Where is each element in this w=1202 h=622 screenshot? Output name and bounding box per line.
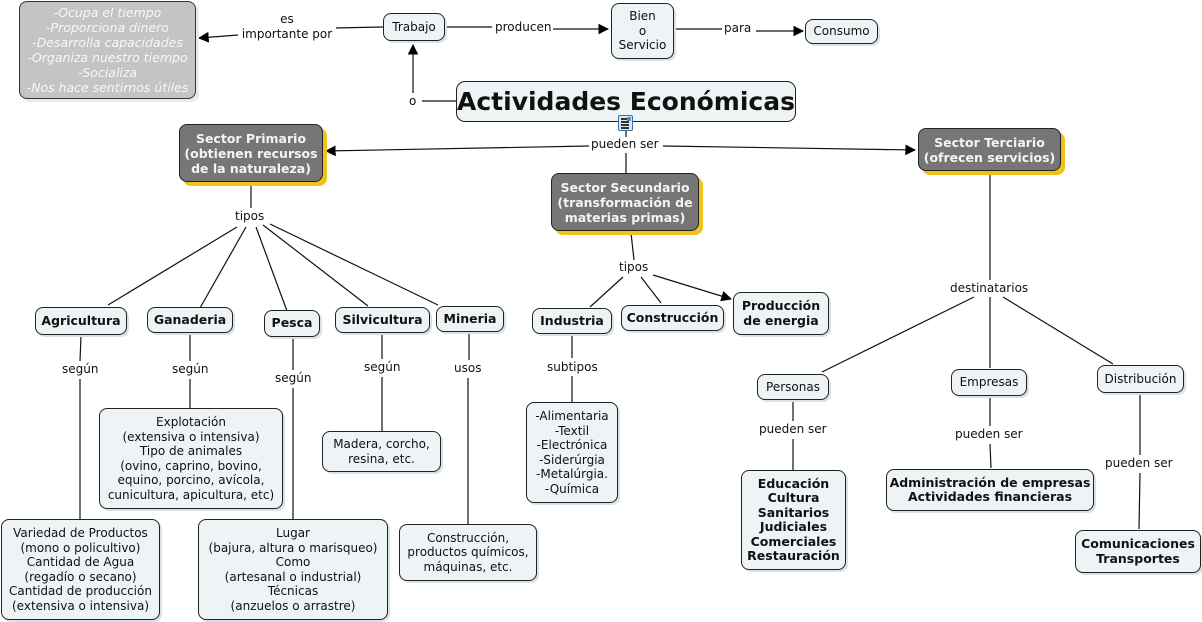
sector-primario-node[interactable]: Sector Primario (obtienen recursos de la…: [179, 124, 323, 182]
reasons-node[interactable]: -Ocupa el tiempo -Proporciona dinero -De…: [19, 1, 196, 99]
document-icon[interactable]: [618, 115, 633, 131]
personas-detail-node[interactable]: Educación Cultura Sanitarios Judiciales …: [741, 470, 846, 570]
trabajo-node[interactable]: Trabajo: [383, 13, 445, 41]
silvicultura-detail-node[interactable]: Madera, corcho, resina, etc.: [322, 431, 441, 472]
link-label-tipos-primario: tipos: [233, 209, 267, 224]
pesca-detail-node[interactable]: Lugar (bajura, altura o marisqueo) Como …: [198, 519, 388, 620]
empresas-node[interactable]: Empresas: [951, 369, 1027, 396]
industria-node[interactable]: Industria: [532, 308, 612, 334]
ganaderia-node[interactable]: Ganaderia: [147, 307, 233, 333]
link-pueden-primario: [324, 145, 590, 157]
link-label-pueden-ser-empresas: pueden ser: [953, 427, 1025, 442]
bien-servicio-node[interactable]: Bien o Servicio: [611, 3, 674, 59]
link-label-pueden-ser-distribucion: pueden ser: [1103, 456, 1175, 471]
link-label-producen: producen: [493, 20, 554, 35]
produccion-energia-node[interactable]: Producción de energia: [733, 292, 829, 335]
link-label-destinatarios: destinatarios: [948, 281, 1031, 296]
silvicultura-node[interactable]: Silvicultura: [335, 307, 430, 333]
personas-node[interactable]: Personas: [757, 374, 829, 400]
construccion-node[interactable]: Construcción: [621, 305, 724, 331]
link-label-tipos-secundario: tipos: [617, 260, 651, 275]
link-label-usos: usos: [452, 361, 484, 376]
distribucion-detail-node[interactable]: Comunicaciones Transportes: [1075, 530, 1201, 573]
link-pueden-terciario: [662, 144, 917, 156]
sector-terciario-node[interactable]: Sector Terciario (ofrecen servicios): [918, 128, 1061, 171]
link-importante-reasons: [197, 31, 239, 43]
industria-subtipos-node[interactable]: -Alimentaria -Textil -Electrónica -Sider…: [526, 402, 618, 503]
link-label-subtipos: subtipos: [545, 360, 600, 375]
link-label-es-importante: es importante por: [238, 12, 336, 42]
sector-secundario-node[interactable]: Sector Secundario (transformación de mat…: [551, 173, 699, 231]
mineria-node[interactable]: Mineria: [436, 306, 504, 332]
ganaderia-detail-node[interactable]: Explotación (extensiva o intensiva) Tipo…: [99, 408, 283, 509]
link-label-segun-agricultura: según: [60, 362, 101, 377]
link-trabajo-importante: [333, 26, 384, 29]
link-label-segun-silvicultura: según: [362, 360, 403, 375]
mineria-detail-node[interactable]: Construcción, productos químicos, máquin…: [399, 524, 537, 581]
empresas-detail-node[interactable]: Administración de empresas Actividades f…: [886, 469, 1094, 511]
link-label-o: o: [407, 94, 419, 109]
consumo-node[interactable]: Consumo: [805, 19, 878, 44]
link-label-segun-pesca: según: [273, 371, 314, 386]
agricultura-node[interactable]: Agricultura: [35, 307, 127, 335]
distribucion-node[interactable]: Distribución: [1097, 365, 1184, 393]
link-label-pueden-ser-personas: pueden ser: [757, 422, 829, 437]
pesca-node[interactable]: Pesca: [264, 310, 320, 337]
link-label-pueden-ser: pueden ser: [589, 137, 661, 152]
link-label-segun-ganaderia: según: [170, 362, 211, 377]
link-label-para: para: [722, 21, 754, 36]
agricultura-detail-node[interactable]: Variedad de Productos (mono o policultiv…: [1, 519, 160, 620]
